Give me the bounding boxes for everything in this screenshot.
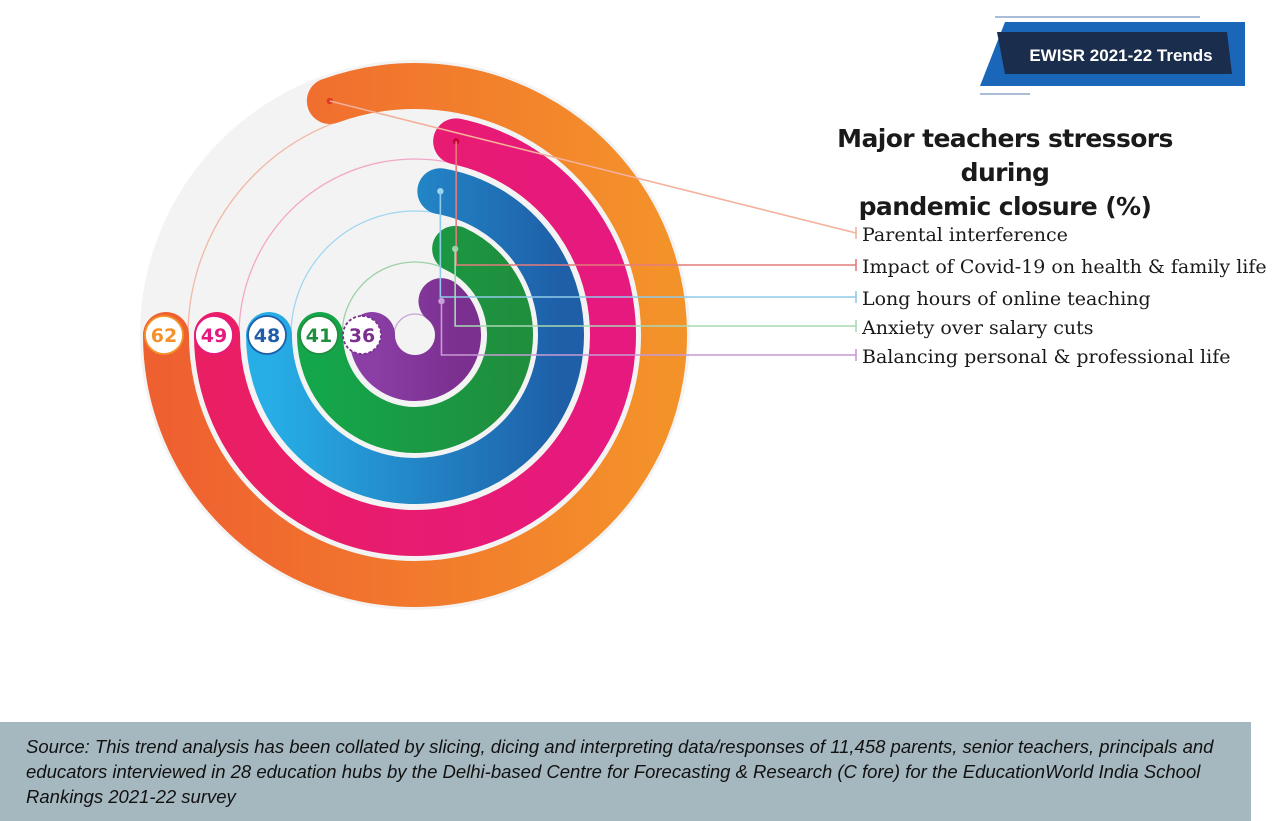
arc-impact-of-covid-19-on-health-family-life (194, 118, 636, 556)
arc-anxiety-over-salary-cuts (297, 225, 533, 453)
leader-line (454, 248, 856, 327)
category-label: Parental interference (862, 224, 1068, 246)
badge-shape (980, 16, 1245, 95)
leader-line (329, 100, 857, 234)
category-label: Impact of Covid-19 on health & family li… (862, 256, 1267, 278)
leader-line (455, 141, 856, 266)
leader-line (439, 191, 856, 298)
value-pill (247, 315, 287, 355)
category-label: Balancing personal & professional life (862, 346, 1231, 368)
value-pill (299, 315, 339, 355)
category-label: Anxiety over salary cuts (861, 317, 1094, 339)
chart-title-line-1: Major teachers stressors during (837, 124, 1173, 187)
source-text: Source: This trend analysis has been col… (26, 736, 1214, 807)
category-label: Long hours of online teaching (862, 288, 1151, 310)
value-pill (144, 315, 184, 355)
value-pill (342, 315, 382, 355)
value-label: 41 (306, 325, 332, 347)
chart-title-line-2: pandemic closure (%) (858, 192, 1152, 221)
source-footer: Source: This trend analysis has been col… (0, 722, 1251, 821)
trends-badge: EWISR 2021-22 Trends (1029, 46, 1213, 65)
arc-long-hours-of-online-teaching (246, 168, 584, 504)
value-label: 49 (201, 325, 227, 347)
value-label: 36 (349, 325, 375, 347)
leader-line (440, 301, 856, 356)
value-pill (194, 315, 234, 355)
arc-parental-interference (143, 63, 687, 607)
value-label: 62 (151, 325, 177, 347)
value-label: 48 (254, 325, 280, 347)
chart-title: Major teachers stressors during pandemic… (800, 122, 1210, 224)
